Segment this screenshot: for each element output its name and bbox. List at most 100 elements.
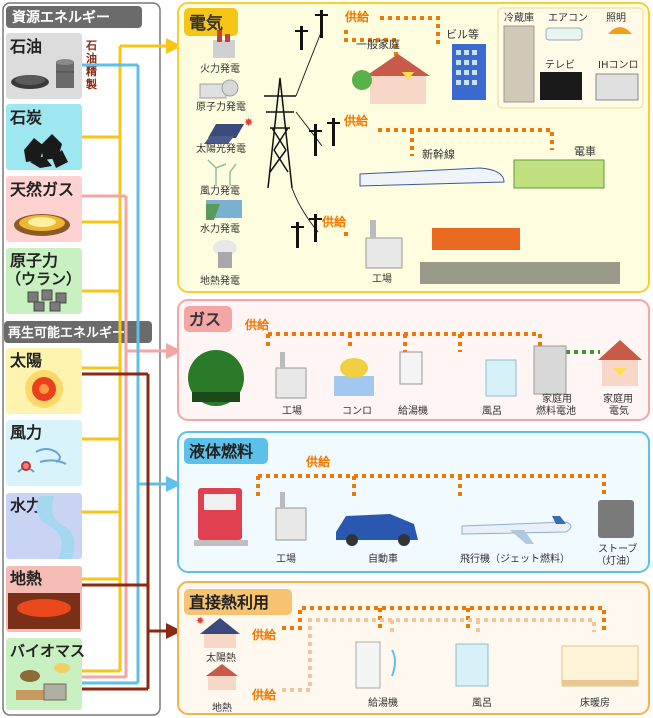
kerosene-stove-icon: [598, 500, 634, 538]
utility-pole-icons: [291, 10, 340, 248]
renewable-wind-label: 風力: [10, 423, 42, 442]
hydro-dam-icon: [206, 200, 242, 220]
direct-heat-supply-label-2: 供給: [251, 687, 277, 702]
liquid-stove-label: ストーブ （灯油）: [596, 542, 641, 567]
geothermal-house-icon: [206, 664, 238, 690]
coal-icon: [24, 134, 68, 168]
gas-fuel-cell-label: 家庭用 燃料電池: [536, 392, 576, 417]
liquid-fuel-supply-label: 供給: [305, 454, 331, 469]
appliance-tv: テレビ: [545, 59, 575, 71]
liquid-fuel-title: 液体燃料: [189, 442, 253, 461]
car-icon: [336, 514, 418, 546]
supply-dots-trains: [378, 128, 554, 156]
arrow-to-liquid-fuel: [166, 476, 182, 492]
plant-wind: 風力発電: [200, 184, 240, 197]
heat-bath-icon: [455, 643, 489, 687]
stove-line2: （灯油）: [596, 554, 636, 567]
gas-title: ガス: [189, 310, 221, 329]
tv-icon: [540, 72, 582, 100]
supply-dots-liquid: [256, 474, 606, 500]
stove-line1: ストーブ: [598, 542, 637, 555]
resource-nuclear-sub: （ウラン）: [6, 270, 81, 288]
appliance-aircon: エアコン: [548, 13, 588, 24]
solar-plant-icon: [204, 124, 244, 144]
appliance-fridge: 冷蔵庫: [504, 11, 534, 24]
resource-coal-label: 石炭: [9, 108, 42, 127]
train-shinkansen: 新幹線: [422, 147, 455, 161]
sparkle-icon-heat: ✸: [196, 616, 204, 627]
heat-use-bath: 風呂: [472, 697, 492, 709]
direct-heat-supply-label-1: 供給: [251, 627, 277, 642]
factory-label: 工場: [372, 272, 392, 285]
home-label: 一般家庭: [356, 37, 400, 51]
home-power-line1: 家庭用: [603, 392, 633, 405]
gas-stove-icon: [334, 358, 374, 396]
renewable-sun-label: 太陽: [9, 351, 42, 370]
home-power-line2: 電気: [609, 404, 629, 417]
thermal-plant-icon: [213, 30, 235, 58]
direct-heat-title: 直接熱利用: [189, 593, 269, 612]
resource-oil-label: 石油: [9, 37, 42, 56]
building-icon: [452, 44, 486, 100]
electricity-supply-label-3: 供給: [321, 214, 347, 229]
gas-factory-icon: [275, 352, 307, 399]
nuclear-plant-icon: [199, 79, 239, 99]
car-assembly-icon: [420, 262, 620, 284]
arrow-to-electricity: [166, 38, 182, 54]
gas-supply-label: 供給: [244, 317, 270, 332]
electricity-title-bg: [184, 8, 238, 36]
heat-use-floor-heating: 床暖房: [580, 696, 610, 709]
factory-line-icon: [432, 228, 520, 250]
gas-tank-icon: [188, 350, 244, 406]
liquid-use-airplane: 飛行機（ジェット燃料）: [460, 552, 570, 565]
building-label: ビル等: [446, 27, 479, 41]
plant-nuclear: 原子力発電: [196, 100, 246, 113]
renewable-header: 再生可能エネルギー: [8, 325, 125, 341]
fridge-icon: [503, 25, 535, 103]
lamp-icon: [608, 27, 632, 34]
liquid-factory-icon: [275, 492, 307, 541]
house-icon: [352, 54, 430, 104]
aircon-icon: [545, 27, 583, 41]
resource-nuclear-label: 原子力: [10, 251, 58, 270]
gas-use-stove: コンロ: [342, 406, 372, 417]
gas-bath-icon: [485, 359, 517, 397]
river-icon: [36, 496, 75, 559]
fuel-cell-icon: [533, 345, 567, 395]
electricity-title: 電気: [189, 13, 223, 34]
uranium-icon: [27, 289, 67, 312]
gas-home-power-label: 家庭用 電気: [603, 392, 636, 417]
train-local: 電車: [574, 144, 596, 158]
gas-flow-lines: [82, 194, 166, 679]
wind-icon: [17, 448, 67, 473]
heat-source-geothermal: 地熱: [212, 701, 232, 714]
oil-drum-icon: [11, 59, 74, 89]
ih-stove-icon: [595, 73, 639, 101]
fuel-pump-icon: [194, 488, 248, 546]
renewable-hydro-label: 水力: [10, 496, 42, 515]
airplane-icon: [461, 516, 572, 544]
resource-header-bg: [6, 6, 142, 28]
electricity-supply-label-1: 供給: [344, 9, 370, 24]
biomass-icon: [16, 663, 70, 701]
floor-heating-icon: [561, 645, 639, 687]
refining-label: 石油精製: [85, 39, 98, 91]
heat-water-heater-icon: [355, 641, 396, 689]
renewable-geothermal-label: 地熱: [10, 569, 42, 588]
shinkansen-icon: [359, 167, 505, 187]
solar-heat-house-icon: [200, 618, 240, 648]
direct-heat-flow-lines: [82, 372, 166, 691]
liquid-fuel-title-bg: [184, 438, 268, 464]
transmission-tower-icon: [264, 77, 296, 189]
plant-geothermal: 地熱発電: [200, 274, 240, 287]
fuel-cell-line1: 家庭用: [542, 392, 572, 405]
heat-source-solar: 太陽熱: [206, 651, 236, 664]
supply-dots-geothermal-heat: [282, 618, 596, 692]
sparkle-icon: ✸: [244, 116, 253, 129]
gas-flame-icon: [14, 214, 70, 236]
gas-use-water-heater: 給湯機: [398, 404, 428, 417]
gas-water-heater-icon: [399, 351, 423, 385]
factory-icon: [365, 220, 403, 269]
plant-hydro: 水力発電: [200, 222, 240, 235]
